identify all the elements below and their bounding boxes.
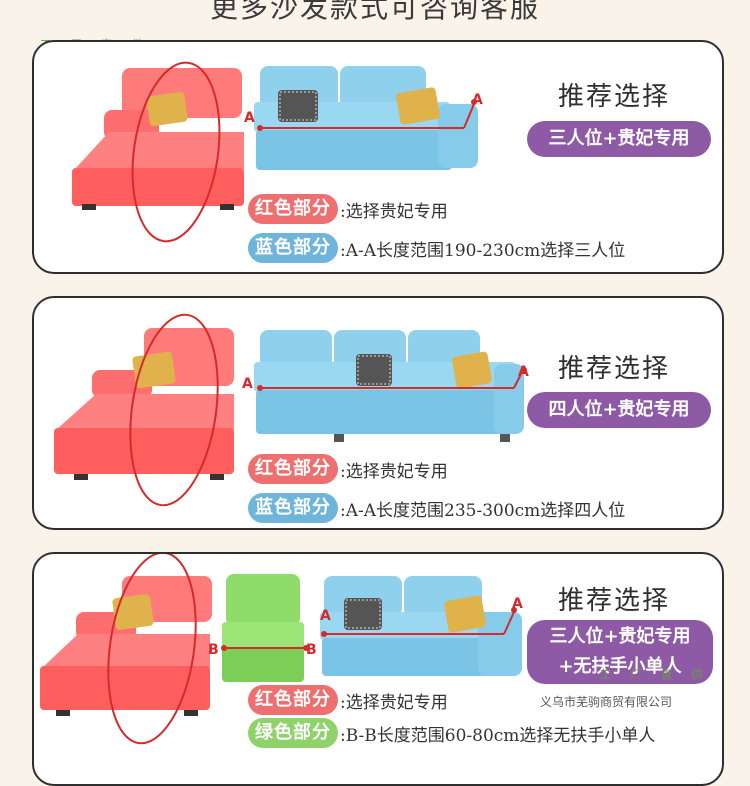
mark-a-left: A — [244, 110, 255, 126]
recommend-badge: 四人位+贵妃专用 — [527, 392, 711, 428]
recommend-badge: 三人位+贵妃专用 — [527, 121, 711, 157]
mark-b-right: B — [306, 642, 317, 658]
tag-blue-part: 蓝色部分 — [248, 493, 338, 523]
option-card-three-seat-plus-single[interactable]: B B A A 推荐选择 三人位+贵妃专用 +无扶手小单人 红色部分 :选择贵妃… — [32, 552, 724, 786]
highlight-circle — [107, 554, 197, 745]
tag-green-part: 绿色部分 — [248, 718, 338, 748]
legend-row-blue: 蓝色部分 :A-A长度范围235-300cm选择四人位 — [248, 493, 625, 523]
highlight-circle — [131, 61, 221, 243]
mark-a-right: A — [472, 92, 483, 108]
sofa-illustration: A A — [54, 313, 529, 507]
mark-b-left: B — [208, 642, 219, 658]
legend-row-green: 绿色部分 :B-B长度范围60-80cm选择无扶手小单人 — [248, 718, 655, 748]
blue-three-seat-sofa — [320, 576, 522, 676]
tag-red-part: 红色部分 — [248, 194, 338, 224]
blue-three-seat-sofa — [254, 66, 478, 170]
recommend-badge: 三人位+贵妃专用 +无扶手小单人 — [527, 620, 713, 684]
badge-line-1: 三人位+贵妃专用 — [549, 626, 691, 647]
mark-a-right: A — [512, 596, 523, 612]
page-title: 更多沙发款式可咨询客服 — [209, 0, 540, 24]
option-card-three-seat[interactable]: A A 推荐选择 三人位+贵妃专用 红色部分 :选择贵妃专用 蓝色部分 :A-A… — [32, 40, 724, 274]
mark-a-right: A — [518, 364, 529, 380]
legend-text-red: :选择贵妃专用 — [340, 692, 448, 713]
tag-red-part: 红色部分 — [248, 454, 338, 484]
recommend-title: 推荐选择 — [558, 354, 671, 384]
tag-blue-part: 蓝色部分 — [248, 233, 338, 263]
mark-a-left: A — [320, 608, 331, 624]
blue-four-seat-sofa — [254, 330, 524, 442]
legend-row-red: 红色部分 :选择贵妃专用 — [248, 454, 448, 484]
green-armless-single-seat — [222, 574, 304, 682]
legend-text-red: :选择贵妃专用 — [340, 461, 448, 482]
recommend-title: 推荐选择 — [558, 82, 671, 112]
recommend-title: 推荐选择 — [558, 586, 671, 616]
red-chaise-sofa — [72, 68, 244, 210]
option-card-four-seat[interactable]: A A 推荐选择 四人位+贵妃专用 红色部分 :选择贵妃专用 蓝色部分 :A-A… — [32, 296, 724, 530]
legend-row-red: 红色部分 :选择贵妃专用 — [248, 194, 448, 224]
watermark-company-text: 义乌市芜驹商贸有限公司 — [540, 695, 673, 709]
legend-row-red: 红色部分 :选择贵妃专用 — [248, 685, 448, 715]
sofa-illustration: B B A A — [40, 554, 523, 745]
legend-text-red: :选择贵妃专用 — [340, 201, 448, 222]
legend-text-green: :B-B长度范围60-80cm选择无扶手小单人 — [340, 725, 656, 746]
highlight-circle — [129, 313, 219, 507]
sofa-illustration: A A — [72, 61, 483, 243]
red-chaise-sofa — [54, 328, 234, 480]
mark-a-left: A — [242, 376, 253, 392]
legend-row-blue: 蓝色部分 :A-A长度范围190-230cm选择三人位 — [248, 233, 625, 263]
legend-text-blue: :A-A长度范围190-230cm选择三人位 — [340, 240, 626, 261]
tag-red-part: 红色部分 — [248, 685, 338, 715]
badge-line-2: +无扶手小单人 — [558, 656, 682, 677]
red-chaise-sofa — [40, 576, 212, 716]
watermark-factory-text: 工 厂 直 供 — [600, 668, 711, 681]
legend-text-blue: :A-A长度范围235-300cm选择四人位 — [340, 500, 626, 521]
